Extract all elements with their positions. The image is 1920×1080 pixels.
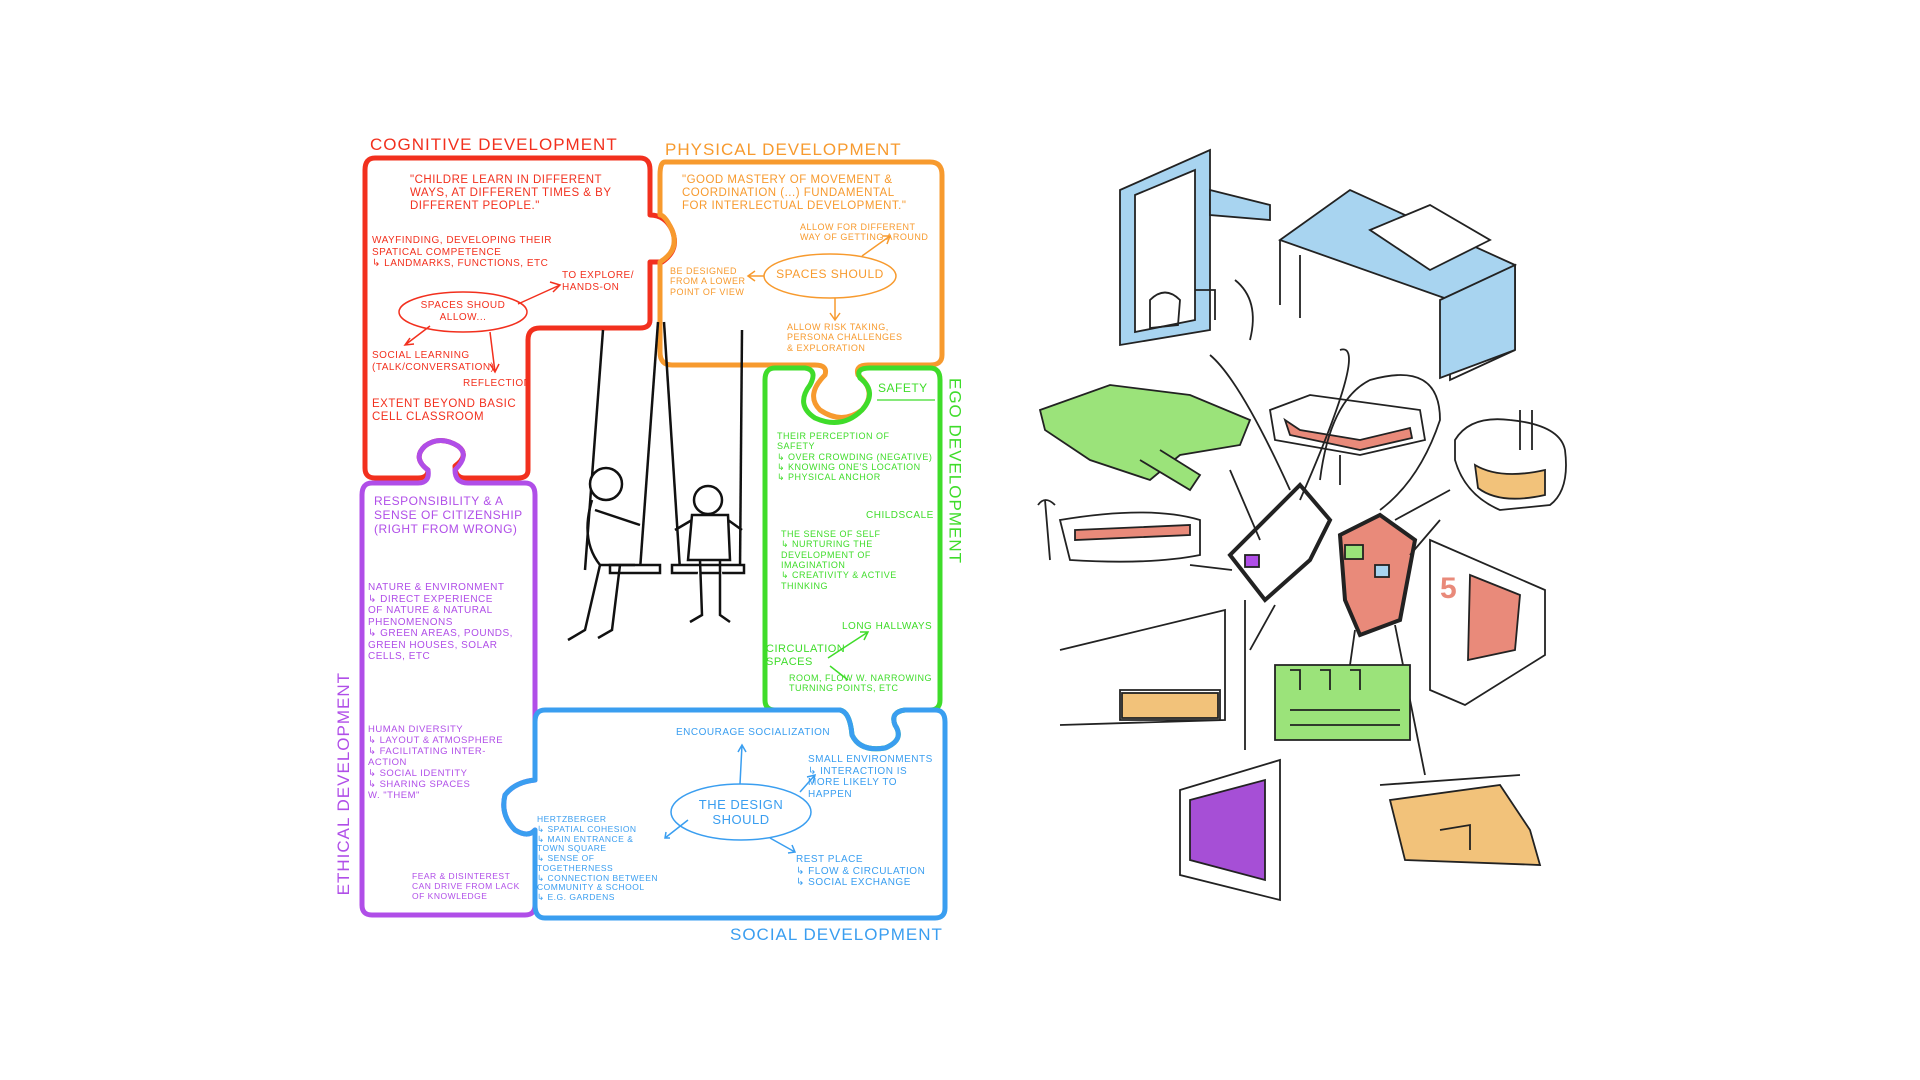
physical-center: Spaces should [776,267,884,281]
ethical-diversity: Human diversity ↳ layout & atmosphere ↳ … [368,724,504,801]
ego-self: The sense of self ↳ nurturing the develo… [781,529,897,591]
social-piece [501,707,948,921]
ego-safety: Safety [878,381,928,395]
social-rest: Rest place ↳ flow & circulation ↳ social… [796,854,926,888]
cognitive-quote: "Childre learn in different ways, at dif… [410,174,612,213]
cognitive-arrows [403,281,562,374]
social-small: Small environments ↳ interaction is more… [808,754,933,800]
physical-arrows [746,235,892,322]
social-center: The design should [698,797,784,827]
cognitive-wayfinding: Wayfinding, developing their spatical co… [372,235,552,269]
cognitive-reflection: Reflection [463,378,532,389]
purple-booth-sketch [1179,758,1281,902]
physical-getting-around: Allow for different way of getting aroun… [800,222,929,243]
physical-risk: Allow risk taking, persona challenges & … [787,322,903,353]
green-landscape-sketch [1038,384,1252,492]
cognitive-center-ellipse [398,291,528,333]
bench-sketch [1037,499,1201,563]
social-hertzberger: Hertzberger ↳ spatial cohesion ↳ main en… [537,814,659,903]
ego-title: Ego Development [945,378,965,564]
ethical-nature: Nature & environment ↳ direct experience… [368,582,513,662]
green-stair-room-sketch [1274,664,1411,741]
cognitive-center: Spaces shoud allow... [420,300,506,323]
ego-circulation: Circulation spaces [766,643,846,668]
physical-piece [657,159,945,420]
floor-plan-map [1227,482,1418,638]
cognitive-extent: Extent beyond basic cell classroom [372,398,517,424]
signage-wall-sketch [1429,538,1546,707]
ethical-responsibility: Responsibility & a sense of citizenship … [374,494,523,536]
physical-title: Physical Development [665,140,902,159]
physical-quote: "Good mastery of movement & coordination… [682,174,907,213]
cognitive-title: Cognitive Development [370,135,618,154]
ethical-title: Ethical Development [334,672,353,896]
ethical-fear: Fear & disinterest can drive from lack o… [412,871,520,901]
red-seating-sketch [1268,394,1427,456]
ego-childscale: Childscale [866,510,934,521]
social-arrows [664,743,817,854]
social-title: Social Development [730,925,943,944]
social-encourage: Encourage socialization [676,727,831,738]
pavilion-sketch [1278,188,1518,382]
orange-room-sketch [1379,774,1542,866]
ego-room: Room, flow w. narrowing turning points, … [789,673,932,694]
cognitive-explore: To explore/ hands-on [562,270,635,293]
stairs-section-sketch [1059,608,1226,726]
social-center-ellipse [670,783,812,841]
sign-number: 5 [1440,572,1458,605]
ego-arrows [827,631,870,681]
cognitive-social: Social learning (talk/conversation) [372,350,495,373]
round-desk-sketch [1454,410,1567,511]
reading-nook-sketch [1119,148,1271,347]
ego-perception: Their perception of safety ↳ over crowdi… [777,431,933,483]
swings-illustration [567,321,746,642]
ego-hallways: Long hallways [842,621,933,632]
physical-lower-view: Be designed from a lower point of view [670,266,746,297]
